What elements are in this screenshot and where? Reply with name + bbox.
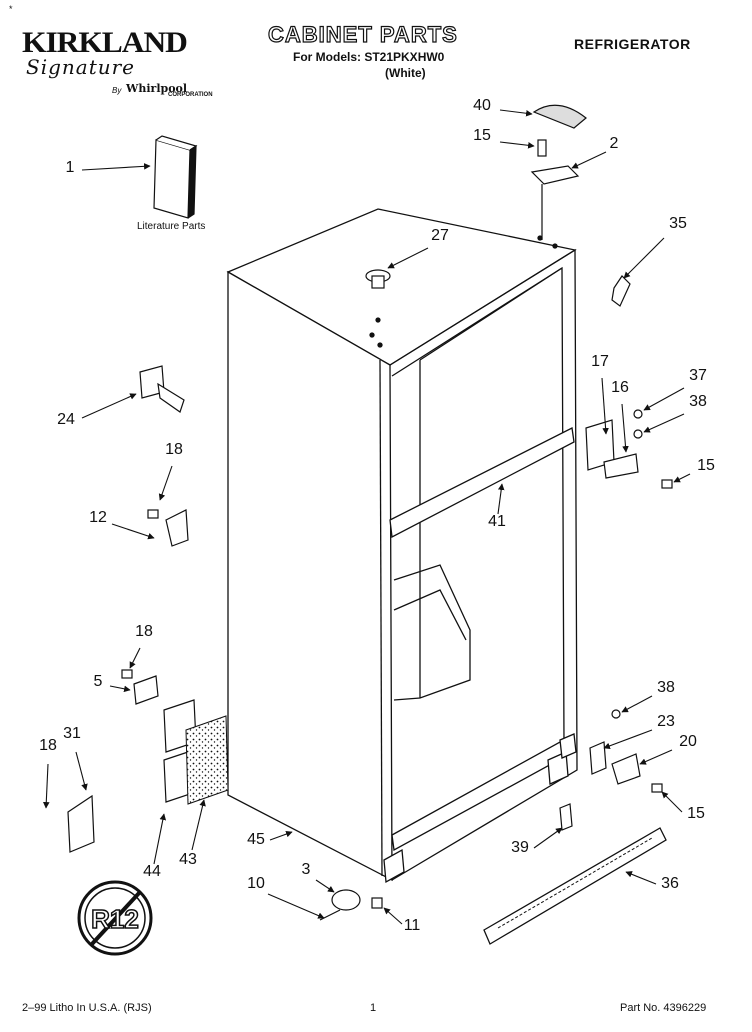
callout-leader-2 <box>499 109 533 117</box>
kickplate-part <box>483 827 667 945</box>
r12-refrigerant-badge: R12 <box>77 880 153 956</box>
r12-badge-text: R12 <box>91 904 139 934</box>
callout-number-2: 40 <box>473 97 491 114</box>
callout-leader-17 <box>109 685 131 693</box>
maker-subtitle: CORPORATION <box>168 92 213 98</box>
callout-number-3: 15 <box>473 127 491 144</box>
callout-leader-15 <box>497 483 505 515</box>
callout-number-5: 35 <box>669 215 687 232</box>
callout-leader-21 <box>661 791 683 813</box>
callout-number-24: 44 <box>143 863 161 880</box>
callout-number-20: 20 <box>679 733 697 750</box>
callout-number-12: 37 <box>689 367 707 384</box>
callout-leaders <box>42 109 691 925</box>
callout-number-1: 1 <box>66 159 75 176</box>
footer-page-number: 1 <box>370 1002 377 1014</box>
callout-number-23: 18 <box>39 737 57 754</box>
callout-number-29: 3 <box>302 861 311 878</box>
callout-leader-5 <box>623 237 665 279</box>
brand-by-text: By <box>112 86 122 95</box>
callout-leader-19 <box>603 729 653 750</box>
callout-leader-31 <box>383 907 403 925</box>
callout-leader-3 <box>499 141 535 149</box>
callout-leader-9 <box>111 523 155 540</box>
callout-leader-25 <box>191 799 206 851</box>
callout-number-30: 10 <box>247 875 265 892</box>
callout-number-7: 24 <box>57 411 75 428</box>
callout-number-28: 36 <box>661 875 679 892</box>
callout-leader-26 <box>269 830 293 841</box>
callout-leader-16 <box>129 647 141 669</box>
callout-number-18: 38 <box>657 679 675 696</box>
center-hinge-part <box>585 409 673 489</box>
callout-number-21: 15 <box>687 805 705 822</box>
top-hinge-part <box>530 139 580 240</box>
literature-label: Literature Parts <box>137 221 206 232</box>
color-line: (White) <box>385 66 426 80</box>
models-line: For Models: ST21PKXHW0 <box>293 50 445 64</box>
hinge-pin-cover-part <box>611 275 631 307</box>
footer-part-number: Part No. 4396229 <box>620 1002 707 1014</box>
callout-number-16: 18 <box>135 623 153 640</box>
callout-leader-1 <box>81 163 151 171</box>
page-title: CABINET PARTS <box>267 21 458 47</box>
top-plug-part <box>365 269 391 323</box>
callout-number-17: 5 <box>94 673 103 690</box>
callout-number-8: 18 <box>165 441 183 458</box>
callout-leader-22 <box>75 751 88 791</box>
callout-number-10: 17 <box>591 353 609 370</box>
callout-leader-13 <box>643 413 685 433</box>
callout-leader-27 <box>533 827 563 849</box>
brand-logo-text: KIRKLAND <box>22 26 188 59</box>
callout-leader-14 <box>673 473 691 483</box>
callout-number-31: 11 <box>404 917 421 934</box>
side-cover-part <box>67 794 95 853</box>
callout-number-4: 2 <box>610 135 619 152</box>
bottom-hinge-part <box>589 709 663 793</box>
callout-leader-7 <box>81 393 137 419</box>
callout-leader-30 <box>267 893 325 919</box>
callout-leader-29 <box>315 879 335 893</box>
callout-leader-28 <box>625 871 657 885</box>
callout-number-11: 16 <box>611 379 629 396</box>
door-stop-part <box>139 365 185 413</box>
callout-leader-4 <box>571 151 607 169</box>
corner-marker: * <box>9 4 13 14</box>
callout-leader-6 <box>387 247 429 269</box>
callout-leader-12 <box>643 387 685 411</box>
callout-number-6: 27 <box>431 227 449 244</box>
callout-number-19: 23 <box>657 713 675 730</box>
footer-litho: 2–99 Litho In U.S.A. (RJS) <box>22 1002 152 1014</box>
callout-leader-8 <box>158 465 173 501</box>
callout-number-22: 31 <box>63 725 81 742</box>
cabinet-body <box>226 208 578 884</box>
callout-number-27: 39 <box>511 839 529 856</box>
hinge-cover-part <box>532 104 587 129</box>
callout-number-15: 41 <box>488 513 506 530</box>
literature-part-booklet <box>153 135 198 219</box>
maker-logo: Whirlpool <box>126 82 188 95</box>
callout-leader-24 <box>153 813 167 865</box>
callout-leader-10 <box>601 377 609 435</box>
insulation-pad-part <box>185 715 229 805</box>
callout-leader-11 <box>621 403 629 453</box>
appliance-type: REFRIGERATOR <box>574 36 691 52</box>
lower-bracket-part <box>121 669 159 705</box>
callout-number-14: 15 <box>697 457 715 474</box>
callout-number-9: 12 <box>89 509 107 526</box>
brand-logo-script: Signature <box>26 55 136 79</box>
callout-number-25: 43 <box>179 851 197 868</box>
callout-number-13: 38 <box>689 393 707 410</box>
clip-part <box>559 803 573 831</box>
hinge-bracket-part <box>147 509 189 547</box>
callout-leader-18 <box>621 695 653 713</box>
callout-number-26: 45 <box>247 831 265 848</box>
leveling-leg-part <box>319 889 383 921</box>
callout-leader-20 <box>639 749 673 765</box>
callout-leader-23 <box>42 763 50 809</box>
